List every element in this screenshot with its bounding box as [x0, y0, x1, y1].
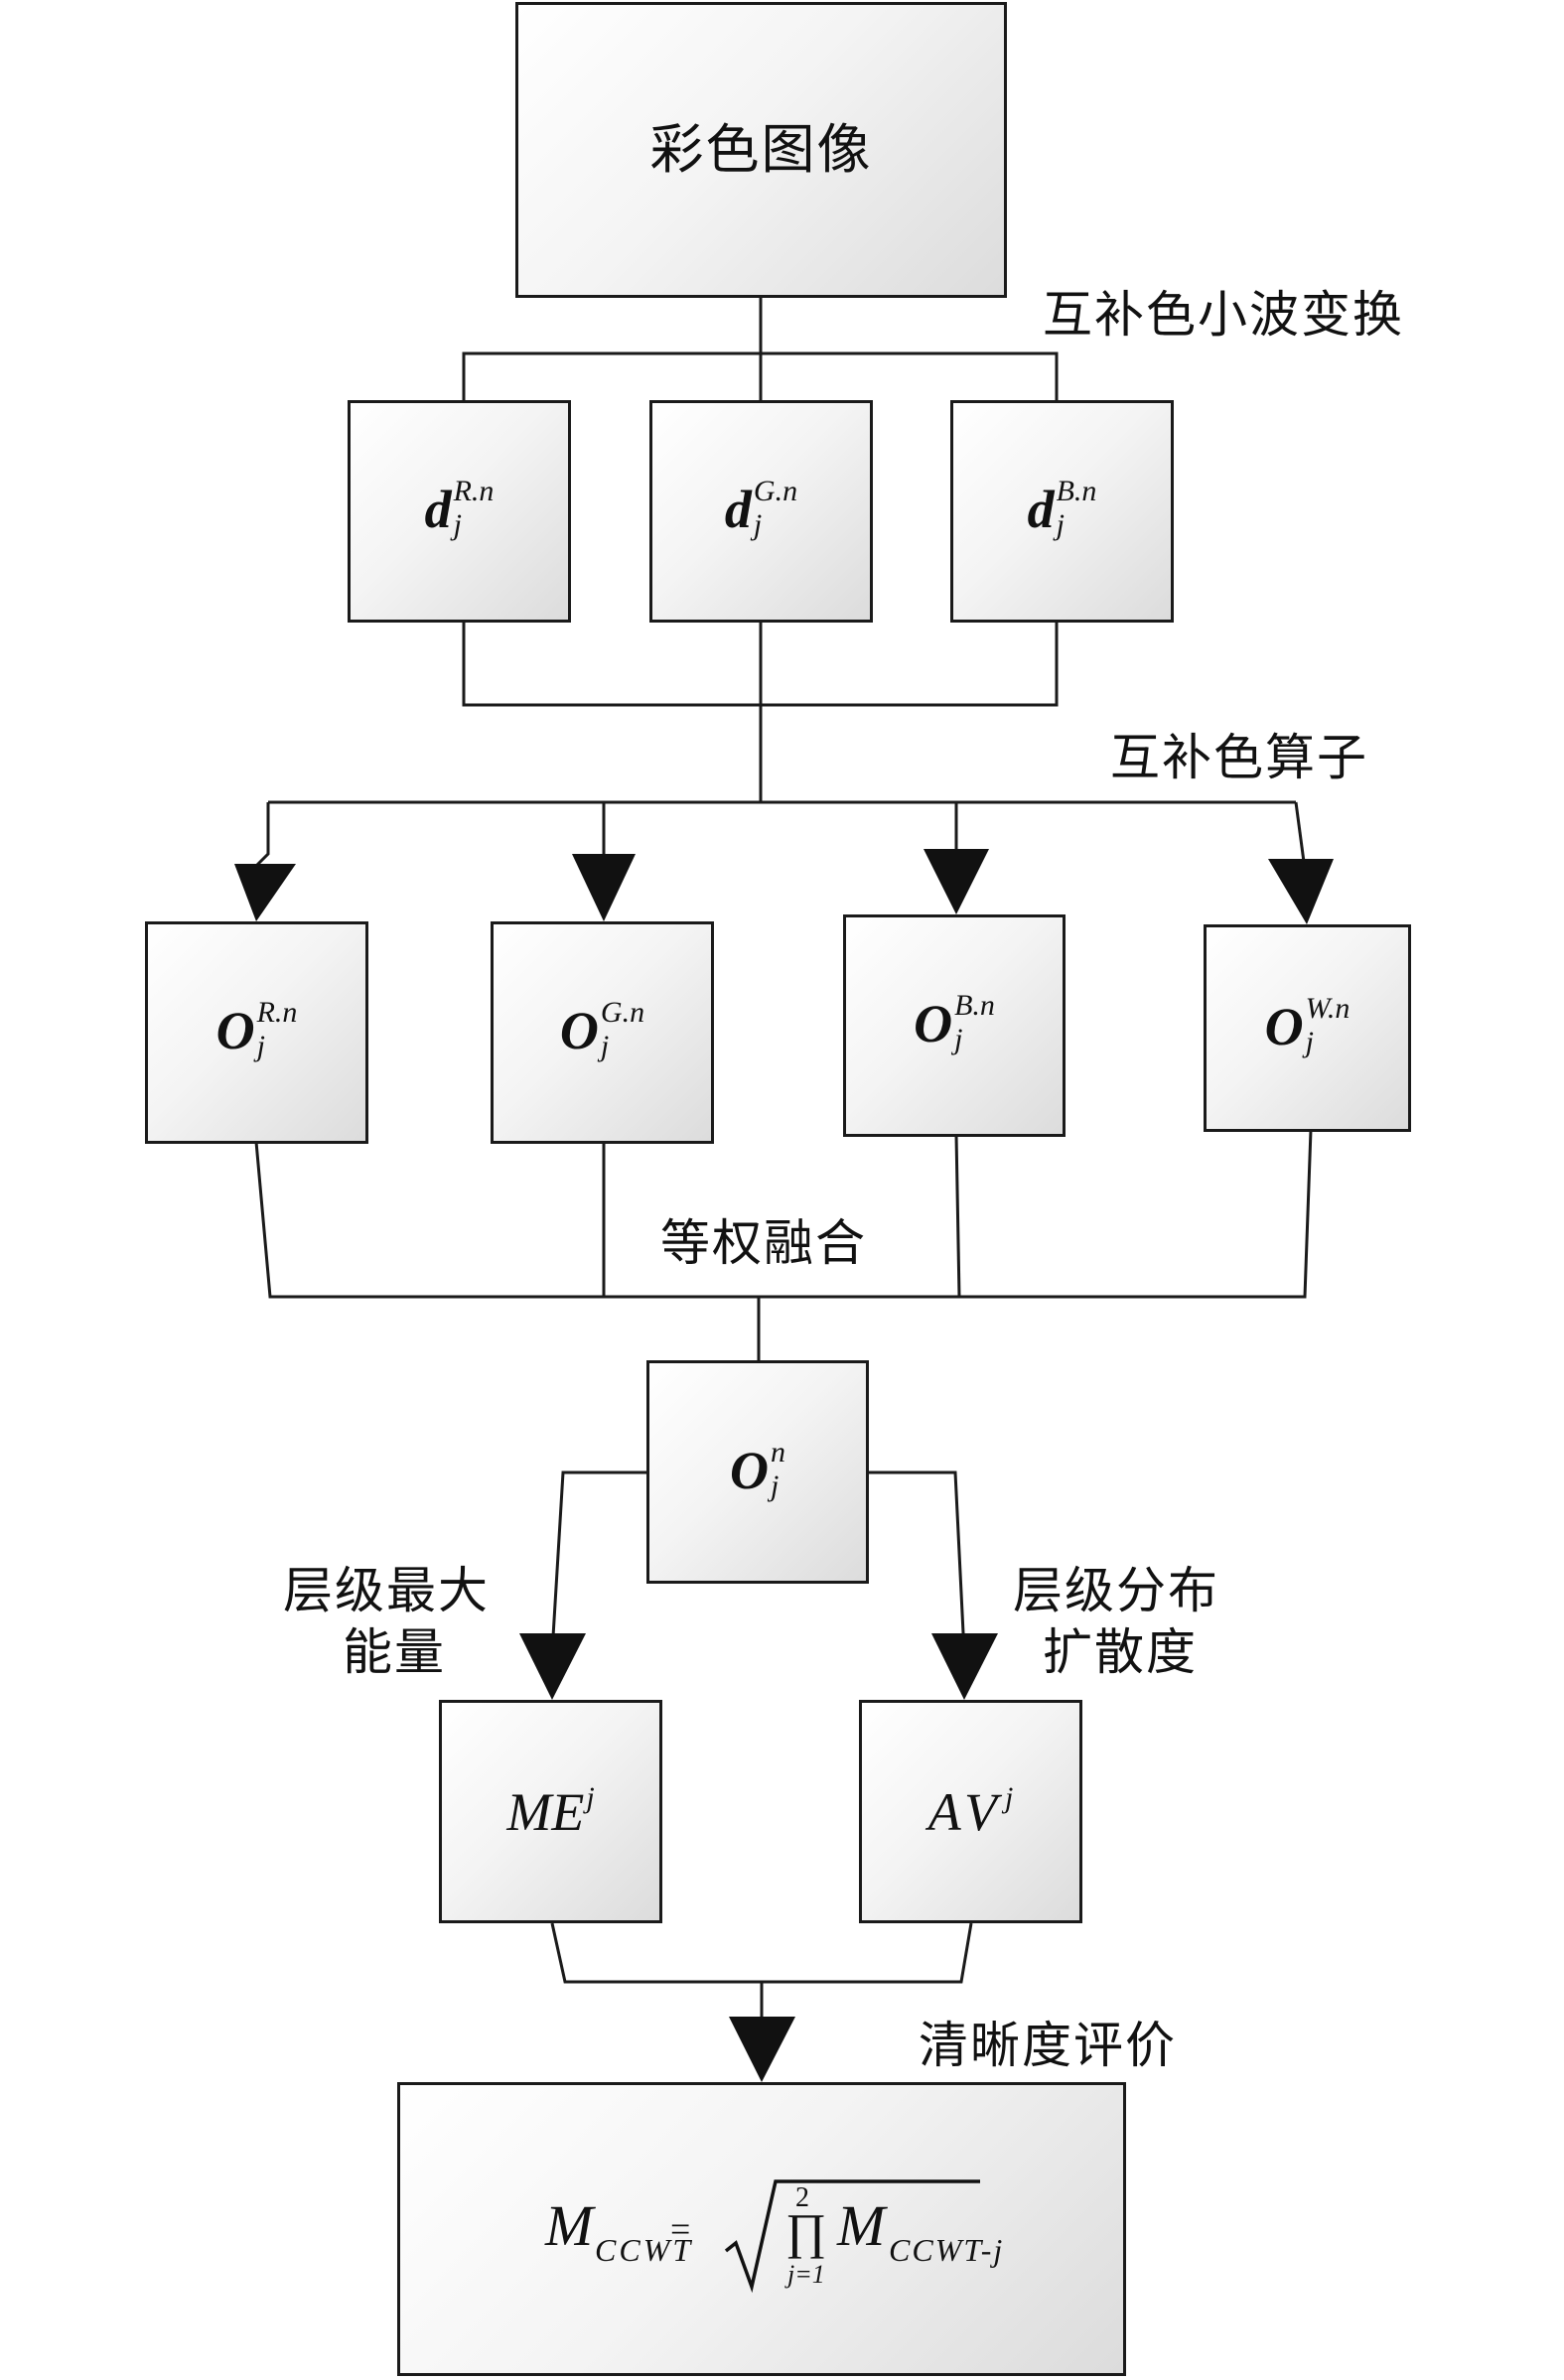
max-energy-label-line2: 能量	[343, 1623, 446, 1681]
formula-equals: =	[670, 2209, 691, 2249]
complementary-operator-label: 互补色算子	[1110, 729, 1368, 786]
equal-weight-fusion-label: 等权融合	[660, 1214, 867, 1272]
arrowhead-av	[931, 1633, 998, 1700]
av-symbol: AV j	[927, 1780, 1014, 1842]
arrowhead-o-r	[234, 864, 296, 921]
av-node: AV j	[859, 1700, 1082, 1923]
source-image-label: 彩色图像	[649, 117, 873, 181]
connector-to-o-r	[254, 802, 270, 868]
clarity-evaluation-label: 清晰度评价	[919, 2017, 1177, 2074]
arrowhead-me	[519, 1633, 586, 1700]
arrowhead-o-g	[572, 854, 636, 921]
max-energy-label-line1: 层级最大	[283, 1562, 490, 1619]
arrowhead-o-w	[1268, 859, 1334, 924]
connector-fusion-b	[954, 1134, 961, 1298]
connector-to-av	[869, 1470, 966, 1654]
arrowhead-o-b	[924, 849, 989, 914]
spread-label-line1: 层级分布	[1013, 1562, 1219, 1619]
me-node: ME j	[439, 1700, 662, 1923]
source-image-node: 彩色图像	[515, 2, 1007, 298]
product-symbol: ∏	[785, 2203, 827, 2259]
product-lower-limit: j=1	[787, 2260, 825, 2289]
radical-sign-icon	[724, 2179, 980, 2294]
formula-rhs-subscript: CCWT-j	[889, 2232, 1005, 2268]
formula-rhs: M	[837, 2193, 886, 2258]
wavelet-transform-label: 互补色小波变换	[1043, 286, 1404, 344]
connector-to-me	[550, 1470, 646, 1654]
arrowhead-result	[729, 2017, 795, 2082]
clarity-result-node: M CCWT = 2 ∏ j=1 M CCWT-j	[397, 2082, 1126, 2376]
formula-lhs-subscript: CCWT	[595, 2232, 694, 2268]
connector-to-o-w	[1294, 801, 1306, 863]
clarity-formula: M CCWT = 2 ∏ j=1 M CCWT-j	[400, 2085, 1123, 2373]
connector-fusion-merge	[254, 1129, 1313, 1299]
connector-metrics-merge	[550, 1922, 973, 1984]
spread-label-line2: 扩散度	[1043, 1623, 1198, 1681]
formula-lhs: M	[545, 2193, 594, 2258]
me-symbol: ME j	[506, 1780, 595, 1842]
product-upper-limit: 2	[795, 2182, 809, 2213]
